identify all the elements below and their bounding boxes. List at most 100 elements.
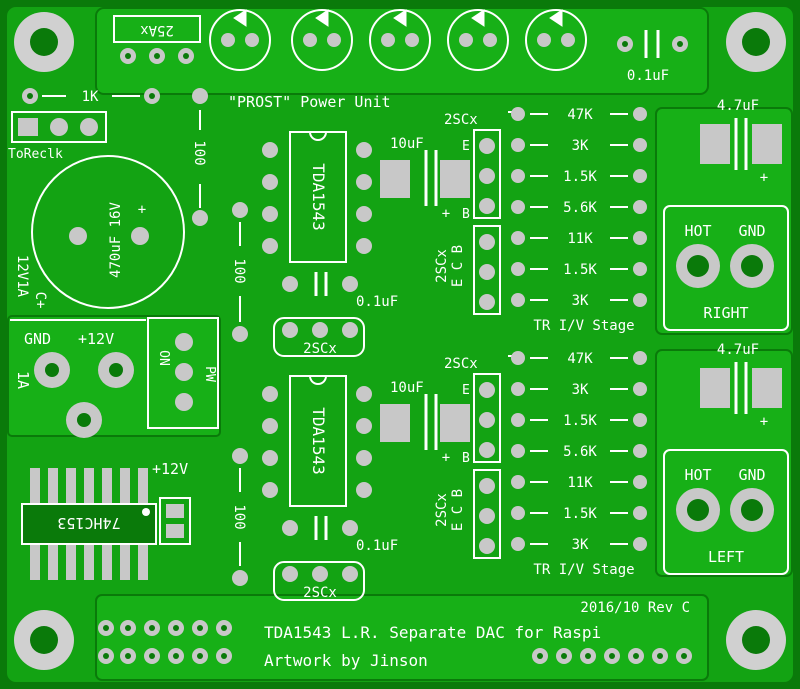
cap-top-right: 0.1uF: [617, 30, 688, 84]
transistor-top-label: 2SCx: [444, 112, 478, 128]
dac-ic: TDA1543: [262, 375, 372, 507]
resistor-pad: [633, 382, 647, 396]
resistor-value: 5.6K: [563, 444, 597, 460]
led-row: [209, 9, 587, 71]
resistor-pad: [511, 262, 525, 276]
resistor-pad: [633, 262, 647, 276]
cap-01uf-label: 0.1uF: [356, 294, 398, 310]
big-cap-label: 470uF 16V: [108, 202, 124, 278]
power-switch: ON PW: [147, 317, 219, 429]
resistor-100-mid: 100: [231, 202, 248, 342]
cap-01uf: 0.1uF: [282, 272, 398, 310]
resistor-value: 47K: [567, 351, 593, 367]
header-pin-hole: [125, 653, 131, 659]
header-pin-hole: [537, 653, 543, 659]
mounting-holes: [14, 12, 786, 670]
cap-47uf: 4.7uF +: [700, 98, 782, 186]
bottom-transistor: 2SCx: [273, 561, 365, 601]
dac-ic-label: TDA1543: [309, 163, 328, 230]
resistor-pad: [633, 200, 647, 214]
reclk-label: ToReclk: [8, 147, 63, 162]
header-pin-hole: [125, 625, 131, 631]
jack-gnd-label: GND: [738, 222, 765, 240]
pin-b-label: B: [462, 451, 470, 466]
gnd-label: GND: [24, 330, 51, 348]
cap-01uf: 0.1uF: [282, 516, 398, 554]
switch-on-label: ON: [156, 350, 171, 366]
r100-label-2: 100: [231, 258, 247, 283]
transistor-side: 2SCx E C B: [434, 469, 501, 559]
resistor-pad: [511, 138, 525, 152]
cap-10uf: 10uF +: [380, 380, 470, 466]
bottom-transistor-label: 2SCx: [303, 585, 337, 601]
resistor-value: 11K: [567, 475, 593, 491]
resistor-value: 3K: [572, 138, 589, 154]
resistor-pad: [511, 537, 525, 551]
cap-47uf: 4.7uF +: [700, 342, 782, 430]
dac-ic-label: TDA1543: [309, 407, 328, 474]
cap-10uf-plus: +: [442, 206, 450, 222]
power-rating-label: 12V1A: [14, 255, 30, 298]
resistor-value: 3K: [572, 293, 589, 309]
resistor-value: 11K: [567, 231, 593, 247]
cap-47uf-label: 4.7uF: [717, 98, 759, 114]
side-label: LEFT: [708, 548, 744, 566]
transistor-top-label: 2SCx: [444, 356, 478, 372]
pad: [192, 88, 208, 104]
logic-ic-label: 74HC153: [57, 514, 120, 532]
header-pin-hole: [197, 653, 203, 659]
resistor-pad: [633, 351, 647, 365]
header-pin-hole: [149, 625, 155, 631]
output-jack: HOT GND RIGHT: [663, 205, 789, 331]
resistor-value: 1.5K: [563, 413, 597, 429]
resistor-pad: [633, 444, 647, 458]
cap-47uf-label: 4.7uF: [717, 342, 759, 358]
top-transistor: 25Ax: [113, 15, 201, 64]
cap-10uf-plus: +: [442, 450, 450, 466]
plus12-label: +12V: [78, 330, 114, 348]
bottom-transistor-label: 2SCx: [303, 341, 337, 357]
footer-credit: Artwork by Jinson: [264, 651, 428, 670]
side-label: RIGHT: [703, 304, 748, 322]
transistor-side-label: 2SCx: [434, 493, 450, 527]
header-pin-hole: [103, 625, 109, 631]
channel-right: TDA1543 10uF + 0.1uF 2SCx 2SCx E B: [262, 98, 789, 357]
output-jack: HOT GND LEFT: [663, 449, 789, 575]
pin-e-label: E: [462, 383, 470, 398]
r100-label-1: 100: [191, 140, 207, 165]
cap-10uf-label: 10uF: [390, 380, 424, 396]
r100-label-3: 100: [231, 504, 247, 529]
logic-ic: 74HC153 +12V: [21, 460, 191, 580]
resistor-value: 3K: [572, 382, 589, 398]
big-cap-plus: +: [138, 202, 146, 218]
resistor-value: 47K: [567, 107, 593, 123]
switch-pw-label: PW: [202, 366, 217, 382]
resistor-pad: [511, 506, 525, 520]
hot-label: HOT: [684, 222, 711, 240]
resistor-pad: [511, 107, 525, 121]
bottom-transistor: 2SCx: [273, 317, 365, 357]
ecb-label: E C B: [450, 245, 466, 287]
resistor-pad: [633, 169, 647, 183]
gpio-header: [98, 620, 692, 664]
resistor-value: 1.5K: [563, 506, 597, 522]
header-pin-hole: [173, 653, 179, 659]
header-pin-hole: [585, 653, 591, 659]
hot-label: HOT: [684, 466, 711, 484]
resistor-pad: [511, 382, 525, 396]
copper-pour: [5, 5, 795, 684]
reclk-header: ToReclk: [8, 111, 107, 162]
resistor-pad: [633, 231, 647, 245]
pin-b-label: B: [462, 207, 470, 222]
resistor-pad: [633, 537, 647, 551]
cap-01uf-label: 0.1uF: [356, 538, 398, 554]
resistor-pad: [633, 138, 647, 152]
header-pin-hole: [173, 625, 179, 631]
dac-ic: TDA1543: [262, 131, 372, 263]
amp-label: 1A: [14, 371, 32, 389]
resistor-pad: [633, 107, 647, 121]
cap-47uf-plus: +: [760, 414, 768, 430]
pin-e-label: E: [462, 139, 470, 154]
top-transistor-label: 25Ax: [140, 22, 174, 38]
